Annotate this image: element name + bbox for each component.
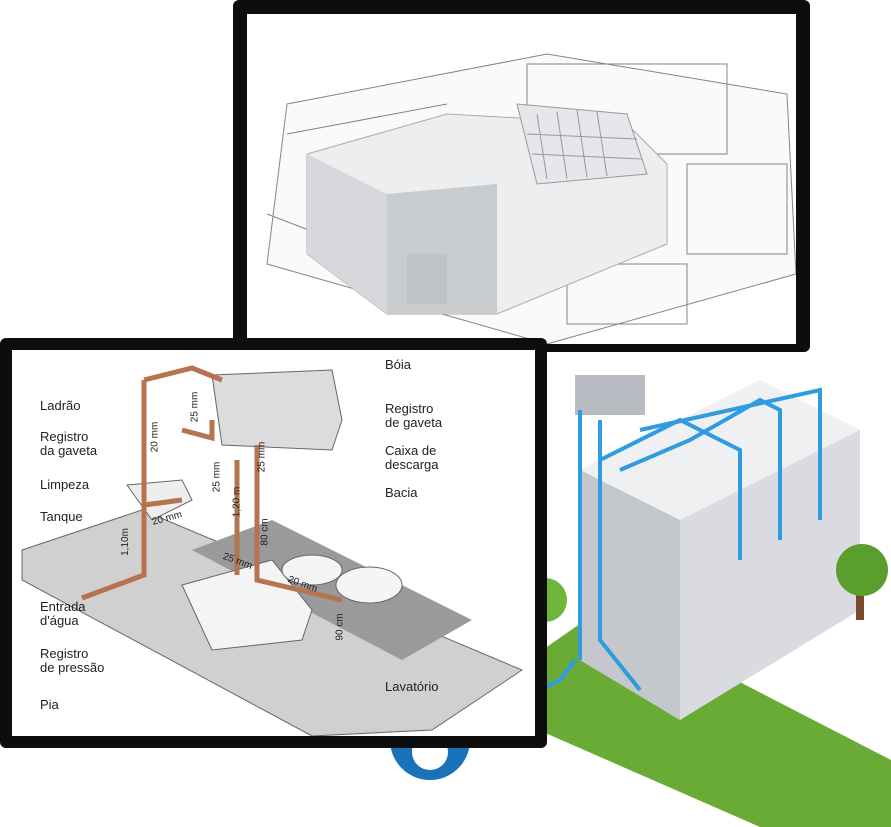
label-ladrao: Ladrão [40, 398, 81, 413]
architecture-model-image [247, 14, 796, 344]
label-lavatorio: Lavatório [385, 679, 439, 694]
label-registro-de-gaveta: Registro de gaveta [385, 401, 443, 430]
pipes [81, 365, 343, 603]
dim-25mm-tank: 25 mm [256, 441, 268, 473]
washbasin [335, 566, 403, 604]
architecture-panel [233, 0, 810, 352]
water-tank [211, 369, 343, 451]
toilet [281, 554, 343, 586]
water-tank [575, 375, 645, 415]
label-bacia: Bacia [385, 485, 418, 500]
house-model [306, 103, 668, 315]
dim-1-10m: 1,10m [119, 528, 131, 556]
label-registro-da-gaveta: Registro da gaveta [40, 429, 98, 458]
dim-1-20m: 1,20 m [231, 486, 243, 518]
dim-20mm-riser: 20 mm [149, 421, 161, 453]
label-tanque: Tanque [40, 509, 83, 524]
dim-80cm: 80 cm [259, 518, 271, 546]
dim-25mm-limpeza: 25 mm [189, 391, 201, 423]
dim-90cm: 90 cm [334, 613, 346, 641]
dim-25mm-down: 25 mm [211, 461, 223, 493]
label-limpeza: Limpeza [40, 477, 90, 492]
label-pia: Pia [40, 697, 59, 712]
plumbing-diagram-panel: Ladrão Registro da gaveta Limpeza Tanque… [0, 338, 547, 748]
label-boia: Bóia [385, 357, 412, 372]
label-caixa-de-descarga: Caixa de descarga [385, 443, 439, 472]
label-registro-de-pressao: Registro de pressão [40, 646, 105, 675]
label-entrada-dagua: Entrada d'água [40, 599, 86, 628]
plumbing-diagram: Ladrão Registro da gaveta Limpeza Tanque… [12, 350, 535, 736]
